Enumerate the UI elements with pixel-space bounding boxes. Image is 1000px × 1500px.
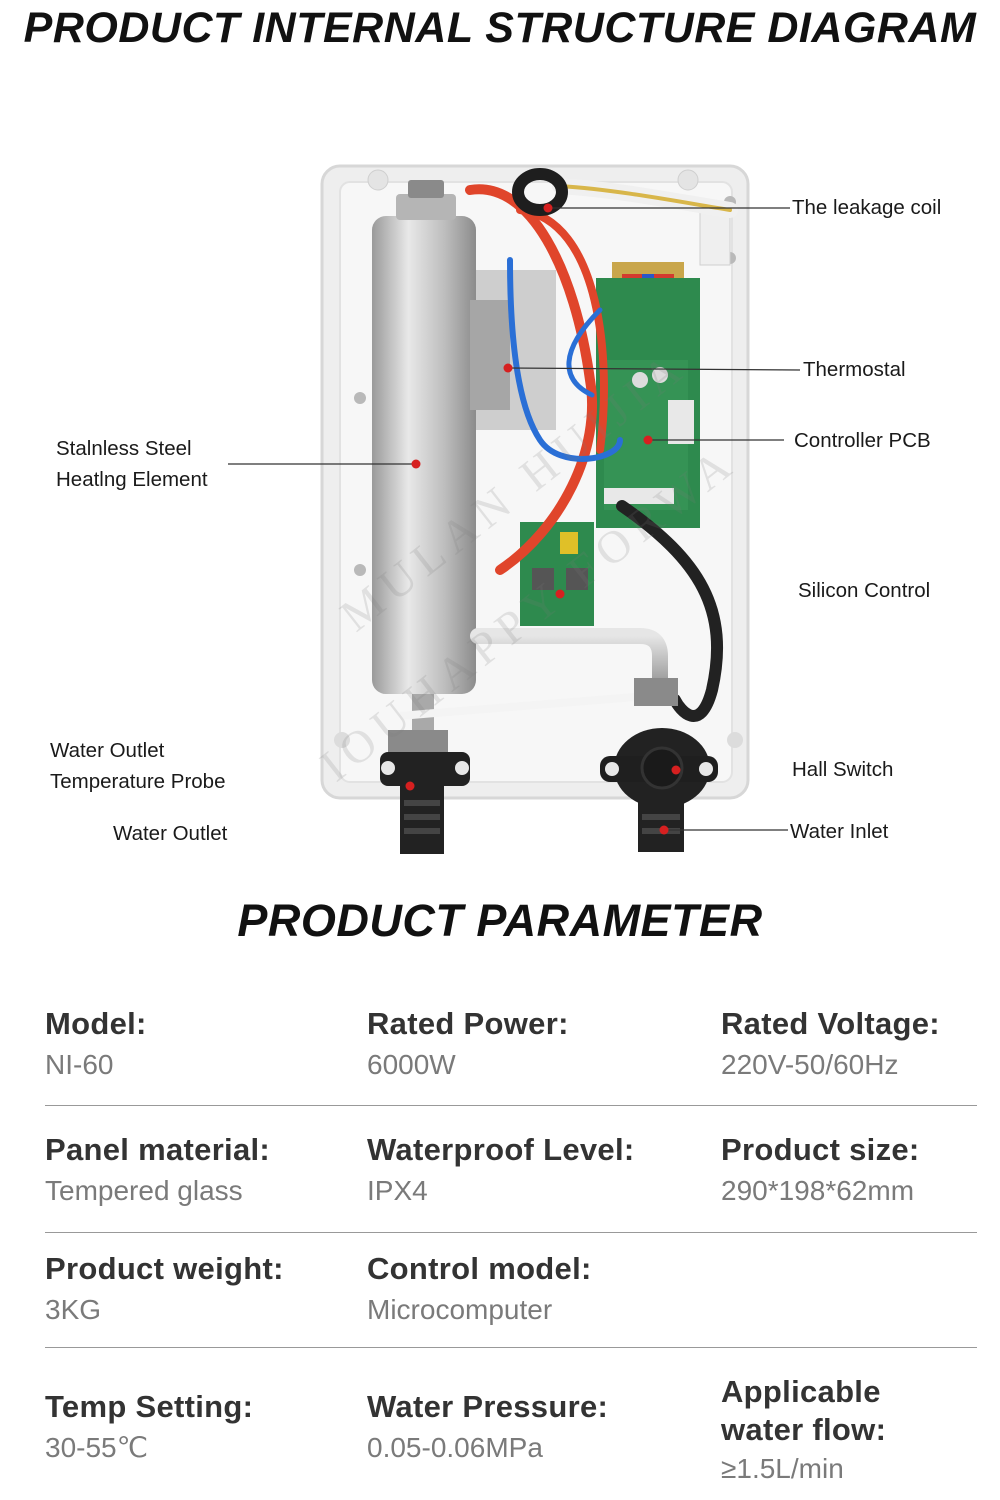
parameter-label: Applicable xyxy=(721,1374,881,1409)
parameter-rated-power: Rated Power: 6000W xyxy=(367,1005,569,1085)
parameter-temp-setting: Temp Setting: 30-55℃ xyxy=(45,1388,253,1468)
parameter-label: Model: xyxy=(45,1006,147,1041)
parameter-rated-voltage: Rated Voltage: 220V-50/60Hz xyxy=(721,1005,940,1085)
parameter-label: Temp Setting: xyxy=(45,1389,254,1424)
parameter-row: Product weight: 3KG Control model: Micro… xyxy=(45,1250,977,1350)
parameter-value: NI-60 xyxy=(45,1049,114,1080)
label-controller-pcb: Controller PCB xyxy=(794,429,931,452)
parameter-product-size: Product size: 290*198*62mm xyxy=(721,1131,920,1211)
label-water-inlet: Water Inlet xyxy=(790,820,889,843)
parameter-waterproof-level: Waterproof Level: IPX4 xyxy=(367,1131,634,1211)
parameter-label: Waterproof Level: xyxy=(367,1132,635,1167)
parameter-label: Rated Voltage: xyxy=(721,1006,940,1041)
heater-illustration xyxy=(228,164,801,854)
parameter-value: 30-55℃ xyxy=(45,1432,149,1463)
parameter-water-pressure: Water Pressure: 0.05-0.06MPa xyxy=(367,1388,608,1468)
label-heating-element: Stalnless Steel Heatlng Element xyxy=(56,434,208,496)
parameter-value: 6000W xyxy=(367,1049,456,1080)
parameter-row: Model: NI-60 Rated Power: 6000W Rated Vo… xyxy=(45,1005,977,1105)
callout-dot-controller-pcb xyxy=(643,435,653,445)
label-water-outlet: Water Outlet xyxy=(113,822,228,845)
label-heating-element-line-2: Heatlng Element xyxy=(56,467,208,491)
parameter-value: 0.05-0.06MPa xyxy=(367,1432,543,1463)
label-thermostat: Thermostal xyxy=(803,358,906,381)
parameter-value: Tempered glass xyxy=(45,1175,243,1206)
structure-diagram-title: PRODUCT INTERNAL STRUCTURE DIAGRAM xyxy=(23,4,977,52)
callout-dot-leakage-coil xyxy=(543,203,553,213)
water-inlet-fitting xyxy=(638,800,684,852)
callout-dot-silicon-control xyxy=(555,589,565,599)
parameter-row: Panel material: Tempered glass Waterproo… xyxy=(45,1131,977,1231)
callout-dot-thermostat xyxy=(503,363,513,373)
label-heating-element-line-1: Stalnless Steel xyxy=(56,437,192,460)
leader-line-thermostat xyxy=(507,367,801,371)
callout-dot-water-inlet xyxy=(659,825,669,835)
heating-element xyxy=(372,216,476,694)
black-wire xyxy=(616,500,724,722)
parameter-applicable-water-flow: Applicable water flow: ≥1.5L/min xyxy=(721,1373,886,1489)
parameter-value: 290*198*62mm xyxy=(721,1175,915,1206)
row-divider xyxy=(45,1347,977,1348)
parameter-value: IPX4 xyxy=(367,1175,428,1206)
callout-dot-hall-switch xyxy=(671,765,681,775)
parameter-label: Water Pressure: xyxy=(367,1389,609,1424)
parameter-product-weight: Product weight: 3KG xyxy=(45,1250,284,1330)
blue-wire xyxy=(507,257,623,462)
callout-dot-heating-element xyxy=(411,459,421,469)
leakage-coil xyxy=(512,168,568,216)
parameter-label: Panel material: xyxy=(45,1132,271,1167)
callout-dot-probe xyxy=(405,781,415,791)
internal-structure-diagram: MULAN HUIJIA IOUHAPPY FORWA The leakage … xyxy=(0,150,1000,870)
parameter-value: ≥1.5L/min xyxy=(721,1453,844,1484)
parameter-value: 3KG xyxy=(45,1294,102,1325)
parameter-panel-material: Panel material: Tempered glass xyxy=(45,1131,270,1211)
row-divider xyxy=(45,1105,977,1106)
parameter-value: 220V-50/60Hz xyxy=(721,1049,899,1080)
label-temperature-probe: Water Outlet Temperature Probe xyxy=(50,736,225,798)
parameter-label: Product weight: xyxy=(45,1251,284,1286)
label-probe-line-1: Water Outlet xyxy=(50,739,165,762)
parameter-label: Control model: xyxy=(367,1251,592,1286)
label-leakage-coil: The leakage coil xyxy=(792,196,942,219)
parameter-value: Microcomputer xyxy=(367,1294,553,1325)
parameter-model: Model: NI-60 xyxy=(45,1005,147,1085)
parameter-label: water flow: xyxy=(721,1412,887,1447)
parameter-row: Temp Setting: 30-55℃ Water Pressure: 0.0… xyxy=(45,1373,977,1493)
row-divider xyxy=(45,1232,977,1233)
parameter-label: Rated Power: xyxy=(367,1006,569,1041)
parameter-control-model: Control model: Microcomputer xyxy=(367,1250,592,1330)
label-hall-switch: Hall Switch xyxy=(792,758,894,781)
parameter-title: PRODUCT PARAMETER xyxy=(237,895,763,946)
label-probe-line-2: Temperature Probe xyxy=(50,769,226,793)
parameter-label: Product size: xyxy=(721,1132,920,1167)
label-silicon-control: Silicon Control xyxy=(798,579,931,602)
